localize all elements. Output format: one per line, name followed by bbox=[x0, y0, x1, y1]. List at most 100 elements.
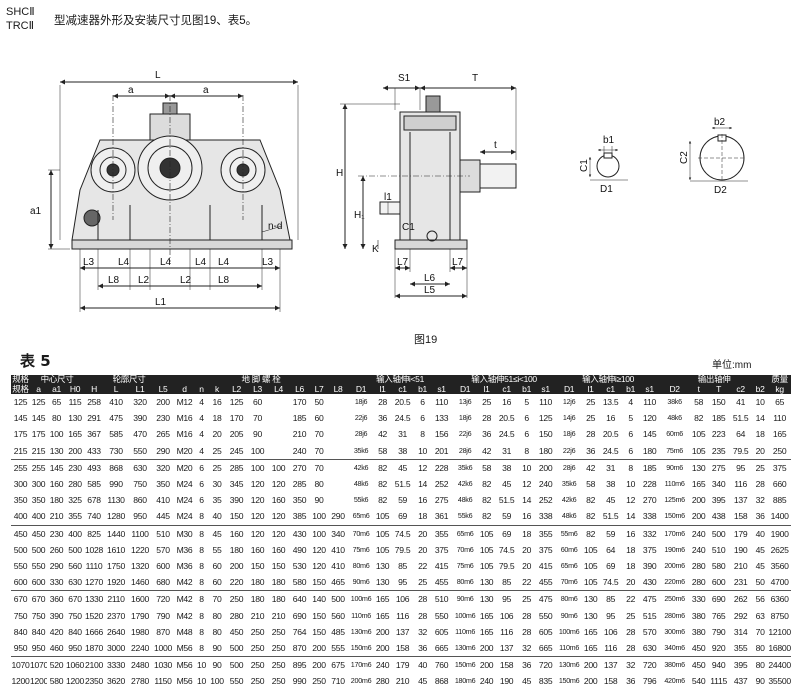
table-cell: 40 bbox=[208, 508, 226, 526]
dim-L4-3: L4 bbox=[195, 257, 207, 268]
table-cell: 8 bbox=[199, 544, 204, 555]
sub-header-cell: kg bbox=[768, 384, 792, 394]
table-cell: 1460 bbox=[128, 574, 152, 592]
table-cell: 240 bbox=[691, 544, 706, 555]
table-cell: 150m6 bbox=[558, 676, 580, 686]
table-cell: 10 bbox=[522, 462, 532, 473]
table-cell: 70 bbox=[314, 429, 324, 440]
table-cell: 145 bbox=[31, 413, 46, 424]
table-cell: 455 bbox=[431, 574, 453, 592]
table-cell: 58 bbox=[482, 462, 492, 473]
table-cell: 1440 bbox=[107, 528, 125, 539]
table-cell: 14 bbox=[622, 508, 640, 526]
table-cell: 500 bbox=[31, 544, 46, 555]
table-cell: 1070 bbox=[30, 660, 47, 671]
table-cell: 252 bbox=[434, 479, 449, 490]
table-cell: 730 bbox=[104, 442, 128, 460]
table-cell: 59 bbox=[606, 528, 616, 539]
table-cell: 410 bbox=[156, 495, 170, 506]
table-cell: 950 bbox=[30, 640, 47, 658]
table-cell: 630 bbox=[639, 640, 661, 658]
table-cell: 1030 bbox=[154, 660, 172, 671]
table-cell: 70m6 bbox=[556, 574, 583, 592]
table-cell: 1220 bbox=[131, 544, 149, 555]
table-cell: 355 bbox=[729, 640, 753, 658]
table-cell: 110 bbox=[643, 397, 656, 407]
table-cell: 13j6 bbox=[458, 397, 472, 406]
table-cell: 145 bbox=[642, 429, 657, 440]
table-cell: 895 bbox=[292, 660, 307, 671]
table-cell: 42 bbox=[478, 442, 496, 460]
header-input-shaft-a: 输入轴伸i<51 bbox=[348, 375, 453, 384]
dim-a1: a1 bbox=[30, 206, 42, 217]
dim-L8-right: L8 bbox=[218, 275, 230, 286]
table-cell: 290 bbox=[152, 442, 174, 460]
table-cell: 6 bbox=[628, 429, 633, 440]
table-cell: 640 bbox=[292, 594, 307, 605]
table-cell: 395 bbox=[711, 495, 726, 506]
table-cell: 1130 bbox=[107, 495, 125, 506]
table-cell: 20 bbox=[522, 561, 532, 572]
table-cell: 1270 bbox=[84, 574, 104, 592]
table-cell: 420 bbox=[49, 626, 64, 637]
table-cell bbox=[328, 476, 348, 492]
table-cell: 165 bbox=[583, 626, 598, 637]
table-cell: 35500 bbox=[768, 676, 791, 687]
table-cell: 231 bbox=[729, 574, 753, 592]
table-cell: 290 bbox=[49, 561, 64, 572]
table-cell: 16800 bbox=[768, 640, 792, 658]
table-cell: 100 bbox=[250, 462, 265, 473]
table-cell: 1870 bbox=[84, 640, 104, 658]
table-cell: 235 bbox=[708, 442, 730, 460]
table-cell: 18 bbox=[522, 528, 532, 539]
table-cell: 530 bbox=[292, 561, 307, 572]
table-cell: 60m6 bbox=[560, 544, 578, 554]
table-cell: 2480 bbox=[131, 660, 149, 671]
header-input-shaft-b: 输入轴伸51≤i<100 bbox=[452, 375, 557, 384]
table-cell: 60 bbox=[208, 574, 226, 592]
sub-header-cell: L3 bbox=[247, 384, 268, 394]
table-cell: 840 bbox=[68, 626, 82, 637]
table-cell: 160 bbox=[229, 528, 244, 539]
table-cell: 240 bbox=[375, 660, 390, 671]
table-cell: 28 bbox=[586, 429, 596, 440]
table-cell: 22 bbox=[418, 561, 428, 572]
table-cell: 250 bbox=[312, 676, 326, 687]
table-cell: 690 bbox=[292, 610, 307, 621]
table-cell: 20.5 bbox=[394, 397, 411, 407]
table-cell bbox=[268, 426, 289, 442]
table-cell: 51.5 bbox=[498, 495, 515, 506]
table-cell: 82 bbox=[378, 479, 388, 490]
table-cell: 110 bbox=[539, 397, 552, 407]
table-cell: 42 bbox=[586, 462, 596, 473]
table-cell: 275 bbox=[711, 462, 726, 473]
table-cell: 130 bbox=[583, 610, 598, 621]
table-cell: 20 bbox=[622, 574, 640, 592]
table-cell: 4 bbox=[628, 397, 633, 407]
table-cell: 56 bbox=[755, 594, 765, 605]
table-cell: 1900 bbox=[770, 528, 789, 539]
table-cell: 75m6 bbox=[456, 561, 474, 571]
dim-L2-right: L2 bbox=[180, 275, 192, 286]
table-cell: M36 bbox=[176, 544, 193, 555]
table-cell: 670 bbox=[31, 594, 46, 605]
table-cell: 4 bbox=[199, 429, 204, 440]
table-cell: 430 bbox=[292, 528, 307, 539]
table-cell: 250 bbox=[268, 640, 289, 658]
table-cell: 150 bbox=[711, 397, 726, 407]
table-cell: 100 bbox=[247, 442, 268, 460]
table-cell: 25 bbox=[626, 610, 636, 621]
table-cell: 12 bbox=[418, 462, 428, 473]
table-cell: M56 bbox=[176, 660, 193, 671]
table-cell: 28 bbox=[622, 640, 640, 658]
table-cell: 70 bbox=[212, 594, 222, 605]
table-cell: 228 bbox=[642, 479, 657, 490]
figure-caption: 图19 bbox=[414, 334, 438, 346]
table-cell: 660 bbox=[772, 479, 787, 490]
table-cell: 292 bbox=[733, 610, 748, 621]
table-cell: 36 bbox=[414, 640, 432, 658]
